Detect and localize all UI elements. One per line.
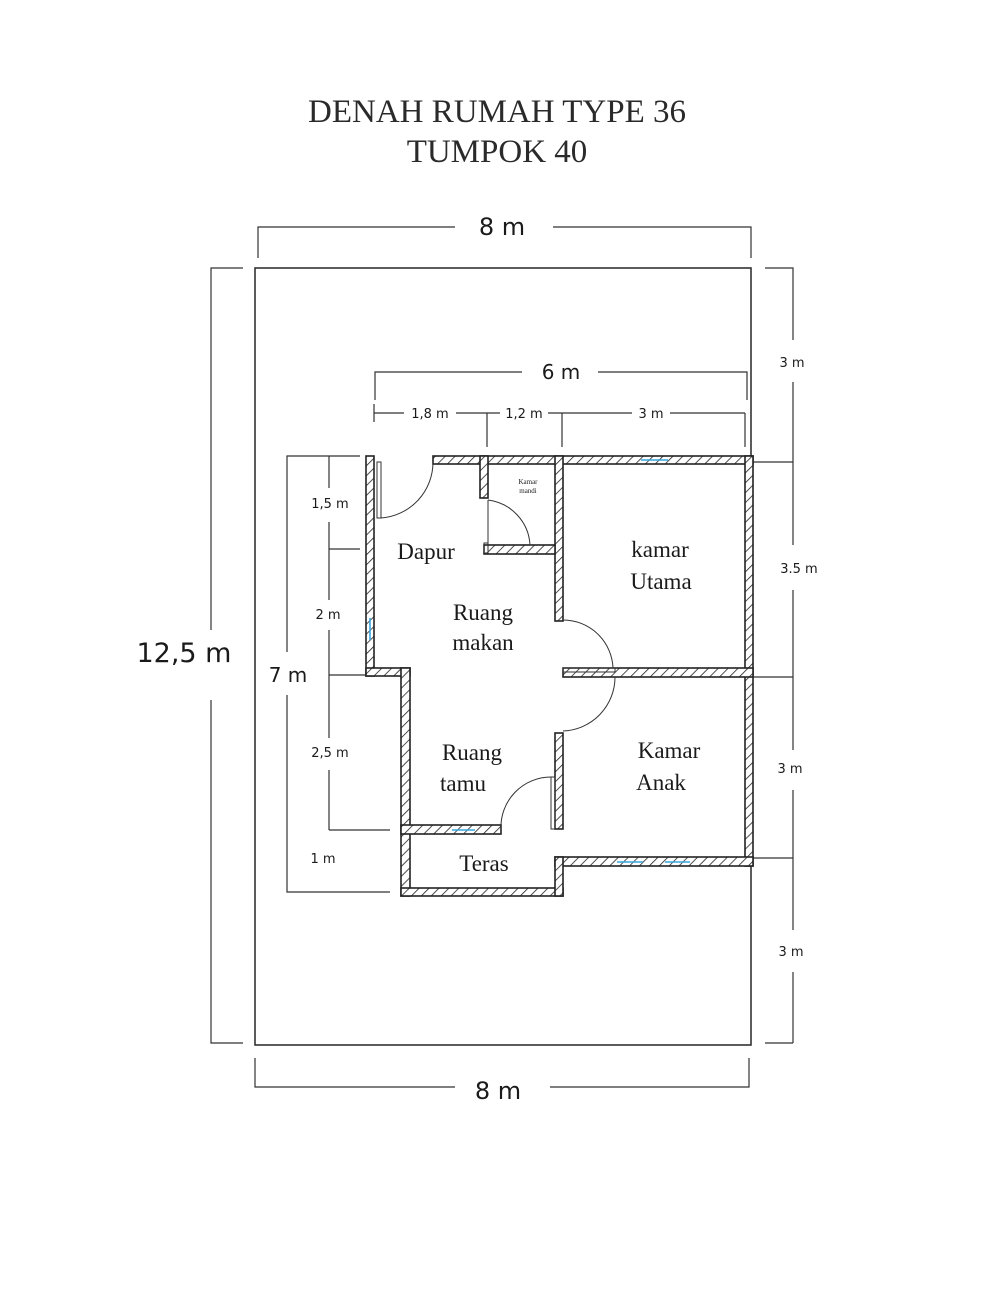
dim-left-living-label: 2,5 m [311,746,348,761]
room-master-line2: Utama [630,569,691,594]
title-line-1: DENAH RUMAH TYPE 36 [308,94,686,130]
dim-right-back-yard-label: 3 m [779,356,804,371]
dim-right-segments: 3 m 3.5 m 3 m 3 m [752,267,818,1044]
room-child-line1: Kamar [638,738,701,763]
room-kitchen: Dapur [397,539,455,564]
dim-house-width-label: 6 m [542,360,581,384]
room-dining-line2: makan [452,630,514,655]
dim-bedroom-width-label: 3 m [638,407,663,422]
dim-house-length-label: 7 m [269,663,308,687]
room-living-line1: Ruang [442,740,503,765]
dim-left-kitchen-label: 1,5 m [311,497,348,512]
room-living-line2: tamu [440,771,486,796]
dim-lot-width-top: 8 m [257,213,752,258]
dim-left-segments: 1,5 m 2 m 2,5 m 1 m [310,456,390,867]
room-terrace: Teras [459,851,509,876]
room-bathroom-line1: Kamar [518,478,538,486]
dim-house-length: 7 m [269,455,390,893]
dim-lot-width-bottom-label: 8 m [475,1077,521,1105]
room-child-line2: Anak [636,770,686,795]
walls [365,455,754,897]
dim-lot-length-label: 12,5 m [136,638,231,669]
dim-right-master-label: 3.5 m [780,562,817,577]
room-dining-line1: Ruang [453,600,514,625]
dim-bathroom-width-label: 1,2 m [505,407,542,422]
dim-left-terrace-label: 1 m [310,852,335,867]
windows [369,459,690,863]
dim-right-child-label: 3 m [777,762,802,777]
doors [376,461,616,830]
room-master-line1: kamar [631,537,689,562]
dim-lot-length: 12,5 m [136,267,243,1044]
dim-left-dining-label: 2 m [315,608,340,623]
dim-house-width: 6 m [374,360,748,400]
title-line-2: TUMPOK 40 [407,134,588,170]
dim-kitchen-width-label: 1,8 m [411,407,448,422]
dim-lot-width-bottom: 8 m [254,1058,750,1105]
dim-right-front-yard-label: 3 m [778,945,803,960]
dim-lot-width-top-label: 8 m [479,213,525,241]
dim-segments: 1,8 m 1,2 m 3 m [373,404,746,447]
room-bathroom-line2: mandi [519,487,537,495]
